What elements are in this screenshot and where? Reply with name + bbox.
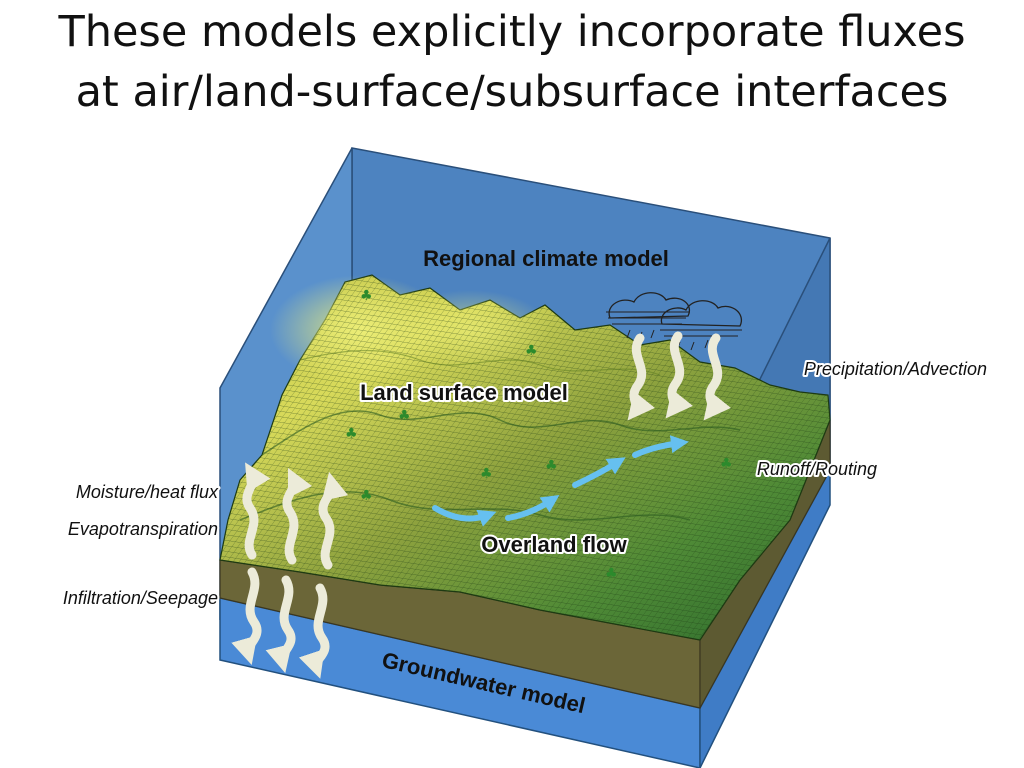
label-land-surface-model: Land surface model (360, 380, 568, 405)
infiltration-arrow (265, 575, 296, 674)
tree-icon: ♣ (398, 408, 411, 424)
label-moisture-heat-flux: Moisture/heat flux (76, 482, 219, 502)
ridge-line (239, 490, 691, 521)
label-evapotranspiration: Evapotranspiration (68, 519, 218, 539)
tree-icon: ♣ (545, 458, 558, 474)
tree-icon: ♣ (360, 288, 373, 304)
title-line-2: at air/land-surface/subsurface interface… (75, 67, 949, 117)
infiltration-arrows (231, 567, 330, 679)
flow-arrow (572, 457, 626, 488)
label-regional-climate-model: Regional climate model (423, 246, 669, 271)
label-infiltration-seepage: Infiltration/Seepage (63, 588, 218, 608)
label-runoff-routing: Runoff/Routing (757, 459, 877, 479)
moisture-flux-arrow (282, 467, 313, 565)
label-overland-flow: Overland flow (481, 532, 627, 557)
flux-arrows-up (242, 462, 349, 570)
flow-arrow (632, 435, 689, 458)
tree-icons: ♣ ♣ ♣ ♣ ♣ ♣ ♣ ♣ ♣ (345, 288, 733, 582)
title-line-1: These models explicitly incorporate flux… (58, 7, 966, 57)
tree-icon: ♣ (525, 343, 538, 359)
slide-title: These models explicitly incorporate flux… (0, 2, 1024, 122)
tree-icon: ♣ (720, 456, 733, 472)
tree-icon: ♣ (480, 466, 493, 482)
moisture-flux-arrow (242, 462, 271, 560)
moisture-flux-arrow (318, 471, 349, 570)
flow-arrow (505, 495, 560, 521)
tree-icon: ♣ (360, 488, 373, 504)
precipitation-arrows (627, 331, 731, 421)
overland-flow-arrows (432, 435, 689, 527)
label-precipitation-advection: Precipitation/Advection (804, 359, 987, 379)
infiltration-arrow (231, 567, 262, 665)
precipitation-arrow (665, 331, 693, 419)
ridge-line (299, 349, 661, 376)
flow-arrow (432, 505, 497, 527)
infiltration-arrow (298, 583, 330, 679)
tree-icon: ♣ (345, 426, 358, 442)
tree-icon: ♣ (605, 566, 618, 582)
ridge-line (261, 410, 741, 456)
precipitation-arrow (703, 333, 731, 421)
precipitation-arrow (627, 333, 655, 421)
